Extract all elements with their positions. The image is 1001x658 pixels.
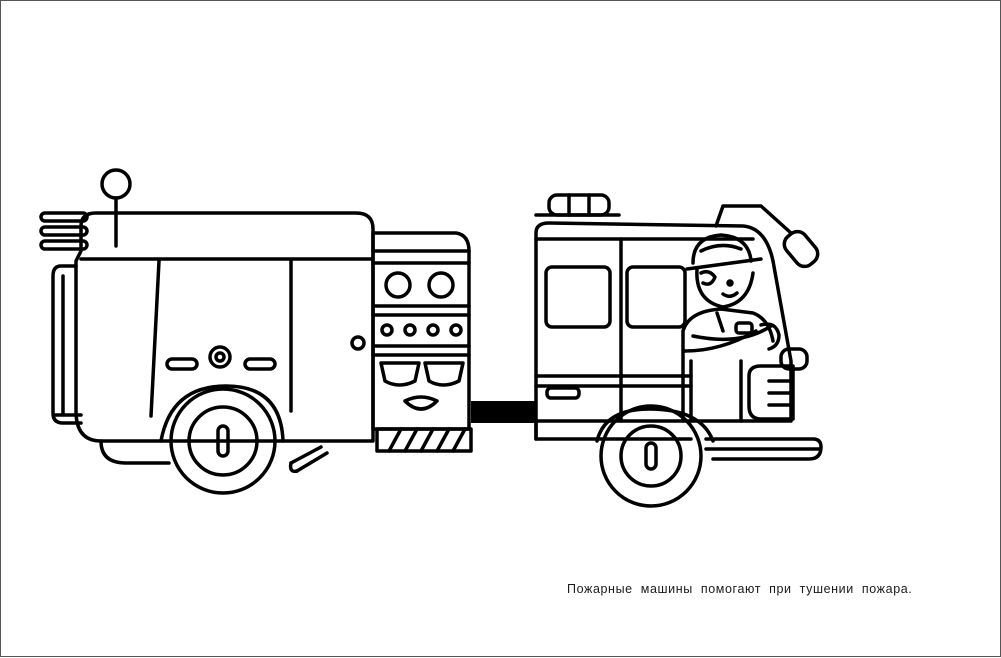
pump-panel: [371, 231, 473, 453]
mast-icon: [100, 168, 132, 248]
chassis-connector: [471, 401, 536, 423]
caption-text: Пожарные машины помогают при тушении пож…: [567, 582, 913, 596]
rear-body: [51, 211, 375, 443]
hose-rails: [39, 211, 89, 251]
cab: [534, 193, 823, 461]
rear-wheel-icon: [99, 384, 329, 495]
firefighter-icon: [681, 233, 781, 423]
front-wheel-icon: [595, 404, 715, 508]
